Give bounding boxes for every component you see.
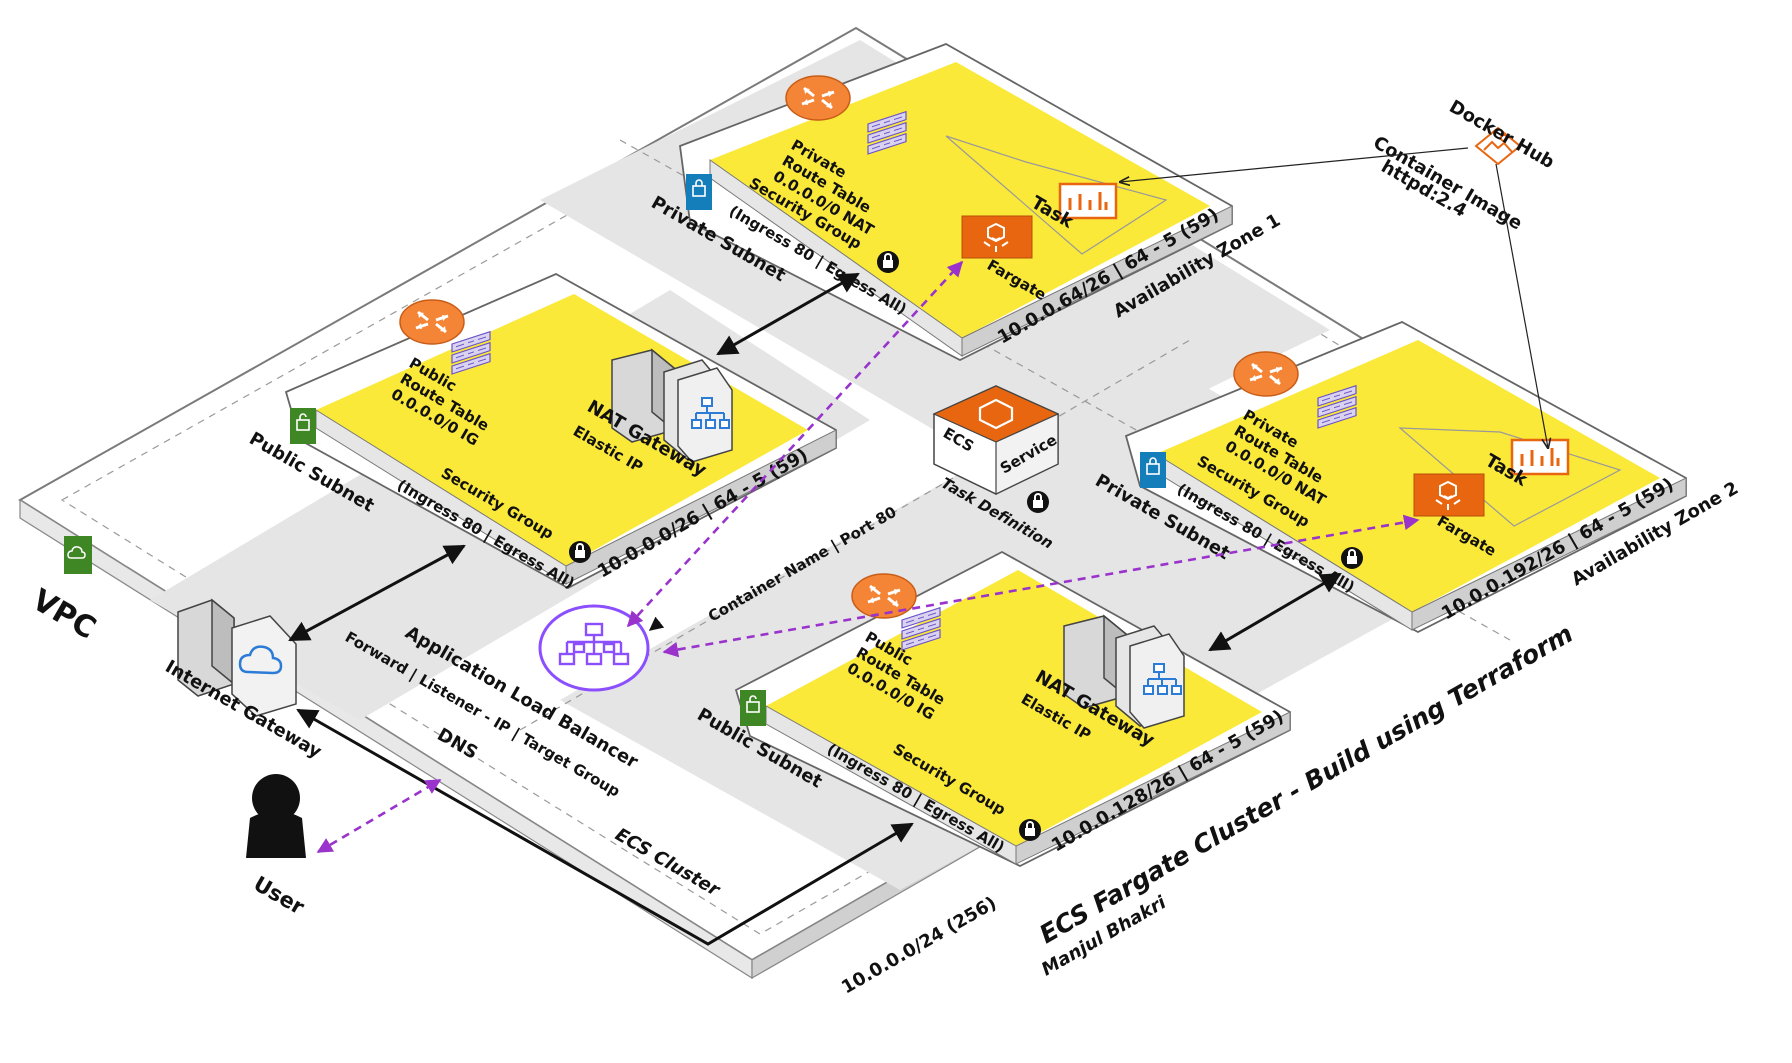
vpc-cloud-icon — [64, 536, 92, 574]
alb-icon — [538, 604, 650, 692]
user-label: User — [250, 872, 309, 920]
ecs-service-icon — [932, 385, 1060, 495]
lock-icon — [876, 250, 900, 274]
lock-icon — [1026, 490, 1050, 514]
user-icon — [246, 774, 306, 858]
private-subnet-badge-icon — [685, 173, 713, 211]
vpc-label: VPC — [26, 583, 102, 647]
public-subnet-badge-icon — [739, 689, 767, 727]
image-pull-link-2 — [1495, 163, 1548, 448]
router-icon — [398, 298, 466, 346]
router-icon — [784, 74, 852, 122]
alb-to-fargate-az2-link — [662, 514, 1420, 658]
docker-image-icon — [1474, 126, 1522, 166]
igw-to-public-link-az1 — [288, 544, 466, 642]
lock-icon — [1340, 546, 1364, 570]
lock-icon — [568, 540, 592, 564]
image-pull-link-1 — [1120, 147, 1469, 182]
fargate-icon — [1413, 473, 1485, 517]
public-subnet-badge-icon — [289, 407, 317, 445]
router-icon — [850, 572, 918, 620]
fargate-icon — [961, 215, 1033, 259]
lock-icon — [1018, 818, 1042, 842]
private-subnet-badge-icon — [1139, 451, 1167, 489]
user-to-dns-link — [316, 778, 442, 854]
alb-to-fargate-az1-link — [626, 260, 964, 628]
router-icon — [1232, 350, 1300, 398]
